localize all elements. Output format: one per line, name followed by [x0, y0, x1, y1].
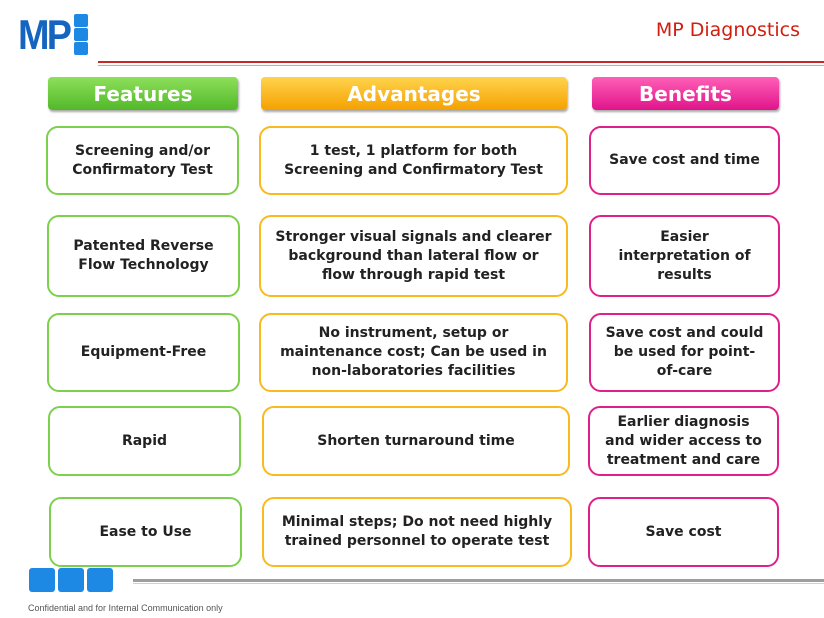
header-divider	[98, 61, 824, 63]
feature-cell: Equipment-Free	[47, 313, 240, 392]
benefit-cell: Save cost	[588, 497, 779, 567]
feature-cell: Patented Reverse Flow Technology	[47, 215, 240, 297]
antibody-icon	[29, 568, 55, 592]
dna-icon	[74, 42, 88, 55]
virus-icon	[58, 568, 84, 592]
footer-divider-thin	[133, 583, 824, 584]
dna-icon	[87, 568, 113, 592]
advantage-cell: Stronger visual signals and clearer back…	[259, 215, 568, 297]
logo-icons	[74, 14, 90, 56]
virus-icon	[74, 28, 88, 41]
advantage-cell: Shorten turnaround time	[262, 406, 570, 476]
benefits-header: Benefits	[592, 77, 779, 110]
benefit-cell: Save cost and time	[589, 126, 780, 195]
benefit-cell: Easier interpretation of results	[589, 215, 780, 297]
advantage-cell: Minimal steps; Do not need highly traine…	[262, 497, 572, 567]
advantage-cell: 1 test, 1 platform for both Screening an…	[259, 126, 568, 195]
antibody-icon	[74, 14, 88, 27]
benefit-cell: Save cost and could be used for point-of…	[589, 313, 780, 392]
feature-cell: Ease to Use	[49, 497, 242, 567]
features-header: Features	[48, 77, 238, 110]
benefit-cell: Earlier diagnosis and wider access to tr…	[588, 406, 779, 476]
footer-icons	[29, 568, 113, 592]
advantage-cell: No instrument, setup or maintenance cost…	[259, 313, 568, 392]
footer-divider	[133, 579, 824, 582]
feature-cell: Rapid	[48, 406, 241, 476]
confidentiality-note: Confidential and for Internal Communicat…	[28, 603, 223, 613]
brand-title: MP Diagnostics	[655, 19, 800, 41]
feature-cell: Screening and/or Confirmatory Test	[46, 126, 239, 195]
logo-text: MP	[18, 11, 72, 58]
company-logo: MP	[18, 13, 90, 57]
advantages-header: Advantages	[261, 77, 567, 110]
header-divider-thin	[98, 65, 824, 66]
